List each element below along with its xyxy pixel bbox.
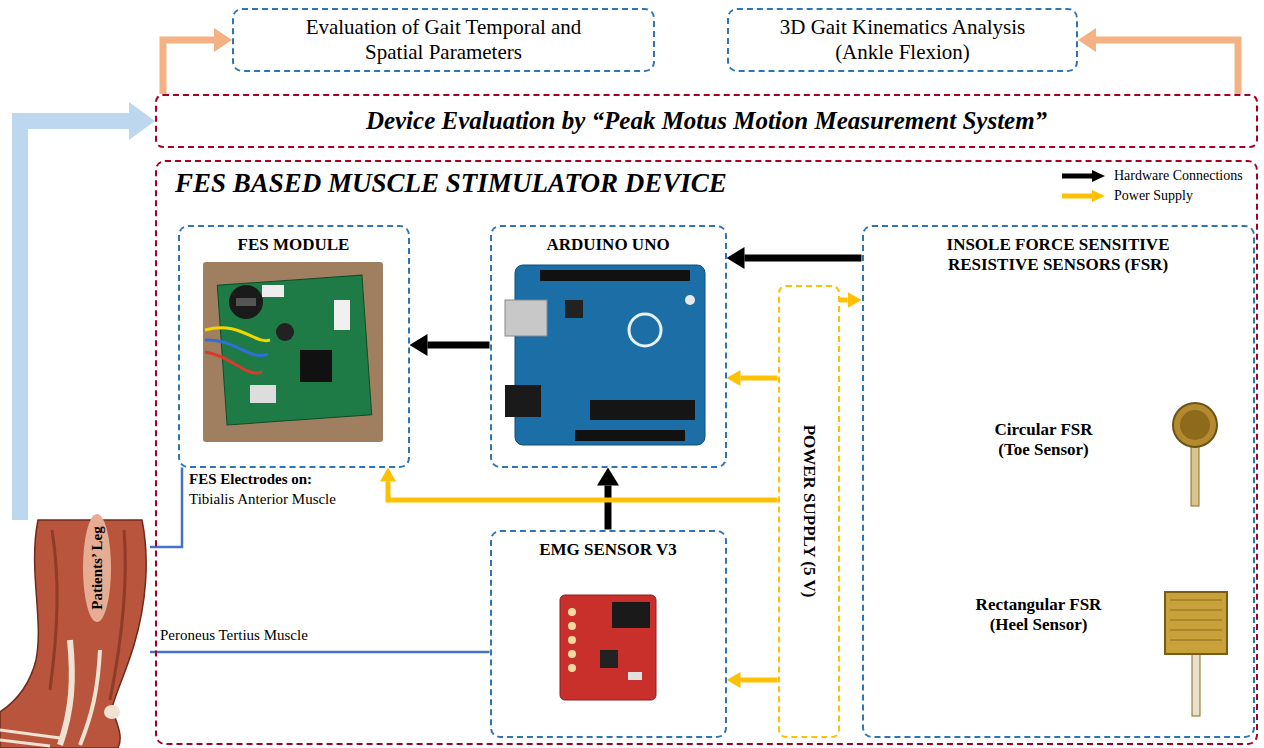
fes-module-photo bbox=[276, 323, 294, 341]
muscle-label: FES Electrodes on: bbox=[189, 471, 312, 488]
sensor-caption: Circular FSR (Toe Sensor) bbox=[979, 420, 1109, 460]
box-heading: FES MODULE bbox=[238, 235, 350, 255]
box-heading: ARDUINO UNO bbox=[546, 235, 669, 255]
leg-illustration bbox=[110, 530, 125, 700]
box-heading: Evaluation of Gait Temporal and Spatial … bbox=[279, 15, 608, 65]
fes-module-photo bbox=[262, 285, 284, 297]
leg-illustration bbox=[50, 530, 57, 690]
connector-arrow bbox=[741, 678, 778, 683]
arduino-board bbox=[575, 430, 685, 441]
legend-swatch bbox=[1060, 169, 1106, 183]
connector-arrow bbox=[741, 376, 778, 381]
rectangular-fsr bbox=[1165, 592, 1227, 716]
box-heading: Device Evaluation by “Peak Motus Motion … bbox=[366, 107, 1047, 135]
box-heading: EMG SENSOR V3 bbox=[539, 540, 677, 560]
arduino-board bbox=[685, 295, 695, 305]
rectangular-fsr bbox=[1192, 652, 1200, 716]
emg-sensor-board bbox=[560, 595, 656, 700]
arduino-board bbox=[505, 385, 541, 417]
module-box: FES MODULE bbox=[178, 225, 410, 468]
box-heading: INSOLE FORCE SENSITIVE RESISTIVE SENSORS… bbox=[924, 235, 1193, 275]
box-heading: POWER SUPPLY (5 V) bbox=[799, 425, 819, 598]
emg-sensor-board bbox=[612, 602, 650, 628]
fes-module-photo bbox=[229, 285, 263, 319]
legend-swatch bbox=[1060, 189, 1106, 203]
circular-fsr bbox=[1180, 410, 1210, 440]
fes-module-photo bbox=[300, 350, 332, 382]
connector-arrow bbox=[388, 482, 778, 501]
circular-fsr bbox=[1191, 444, 1199, 506]
leg-illustration bbox=[80, 650, 100, 745]
connector-arrow bbox=[840, 298, 848, 303]
leg-illustration bbox=[83, 514, 111, 622]
arduino-board bbox=[540, 270, 690, 281]
evaluation-box: Evaluation of Gait Temporal and Spatial … bbox=[232, 8, 655, 72]
muscle-label: Peroneus Tertius Muscle bbox=[160, 627, 308, 644]
sensor-box: INSOLE FORCE SENSITIVE RESISTIVE SENSORS… bbox=[862, 225, 1255, 738]
legend-text: Hardware Connections bbox=[1114, 168, 1243, 184]
evaluation-box: 3D Gait Kinematics Analysis (Ankle Flexi… bbox=[727, 8, 1078, 72]
leg-illustration bbox=[0, 520, 146, 748]
arduino-board bbox=[515, 265, 705, 445]
module-box: EMG SENSOR V3 bbox=[490, 530, 727, 738]
legend-row: Power Supply bbox=[1060, 186, 1243, 206]
sensor-caption: Rectangular FSR (Heel Sensor) bbox=[964, 595, 1114, 635]
fes-module-photo bbox=[203, 262, 383, 442]
legend-text: Power Supply bbox=[1114, 188, 1193, 204]
emg-sensor-board bbox=[568, 650, 576, 658]
legend-arrowhead bbox=[1092, 190, 1105, 202]
connector-arrow bbox=[1096, 40, 1238, 94]
rectangular-fsr bbox=[1165, 592, 1227, 654]
arduino-board bbox=[565, 300, 583, 318]
leg-illustration bbox=[0, 514, 146, 748]
connector-arrow bbox=[428, 342, 490, 349]
power-supply-box: POWER SUPPLY (5 V) bbox=[778, 285, 840, 738]
connector-arrow bbox=[605, 486, 612, 530]
evaluation-system-band: Device Evaluation by “Peak Motus Motion … bbox=[155, 94, 1258, 148]
emg-sensor-board bbox=[600, 650, 618, 668]
emg-sensor-board bbox=[568, 608, 576, 616]
emg-sensor-board bbox=[568, 622, 576, 630]
leg-illustration bbox=[60, 640, 72, 745]
module-box: ARDUINO UNO bbox=[490, 225, 727, 468]
leg-illustration: Patients’ Leg bbox=[0, 520, 150, 748]
arduino-board bbox=[629, 314, 661, 346]
fes-module-photo bbox=[205, 328, 270, 341]
legend-line bbox=[1062, 194, 1093, 199]
fes-module-photo bbox=[250, 385, 276, 403]
legend-row: Hardware Connections bbox=[1060, 166, 1243, 186]
connector-arrow bbox=[745, 255, 862, 262]
fes-module-photo bbox=[236, 298, 256, 306]
circular-fsr bbox=[1173, 403, 1217, 506]
device-boundary: FES BASED MUSCLE STIMULATOR DEVICEFES MO… bbox=[155, 160, 1258, 745]
leg-illustration bbox=[0, 730, 60, 746]
arduino-board bbox=[505, 265, 705, 445]
rectangular-fsr bbox=[1170, 600, 1222, 640]
emg-sensor-board bbox=[568, 664, 576, 672]
fes-module-photo bbox=[205, 352, 262, 373]
leg-illustration bbox=[104, 705, 120, 719]
arduino-board bbox=[590, 400, 695, 420]
emg-sensor-board bbox=[568, 636, 576, 644]
connector-arrow bbox=[20, 121, 129, 520]
circular-fsr bbox=[1173, 403, 1217, 447]
box-heading: 3D Gait Kinematics Analysis (Ankle Flexi… bbox=[754, 15, 1051, 65]
fes-module-photo bbox=[334, 300, 350, 330]
legend: Hardware ConnectionsPower Supply bbox=[1060, 166, 1243, 206]
fes-module-photo bbox=[203, 262, 383, 442]
muscle-label: Tibialis Anterior Muscle bbox=[189, 491, 336, 508]
emg-sensor-board bbox=[628, 672, 642, 680]
box-heading: Patients’ Leg bbox=[89, 526, 106, 609]
legend-arrowhead bbox=[1092, 170, 1105, 182]
connector-arrow bbox=[150, 651, 490, 654]
emg-sensor-board bbox=[560, 595, 656, 700]
connector-arrow bbox=[163, 40, 214, 94]
legend-line bbox=[1062, 174, 1093, 179]
arduino-board bbox=[505, 300, 547, 336]
